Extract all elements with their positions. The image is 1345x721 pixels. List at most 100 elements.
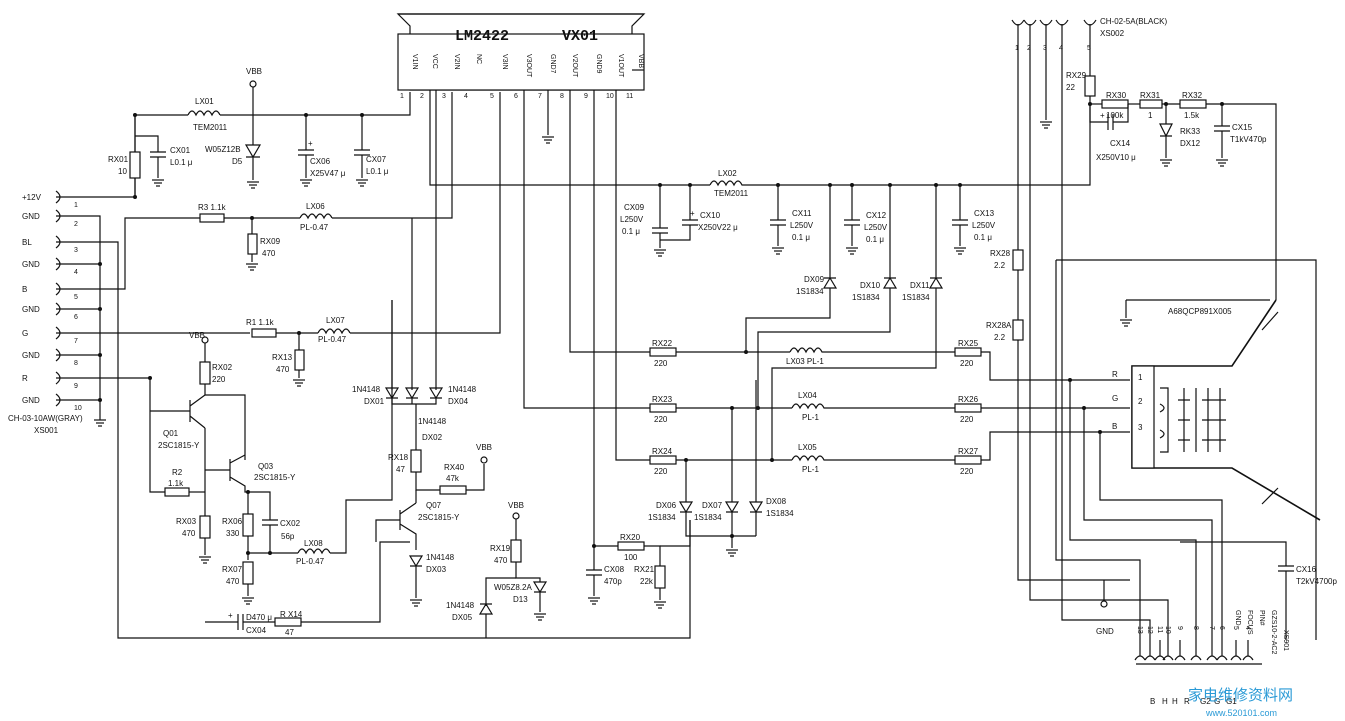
bottom-pin-number-5: 9: [1176, 626, 1183, 630]
rx07-label: RX07: [222, 565, 243, 574]
bottom-label-6: G: [1214, 697, 1220, 706]
svg-text:+: +: [308, 139, 313, 148]
bottom-connector-ref: XS901: [1282, 630, 1289, 651]
ic-pin-number-6: 6: [514, 93, 518, 100]
left-signal-3: BL: [22, 238, 32, 247]
left-pin-number-3: 3: [74, 247, 78, 254]
d13-value: D13: [513, 595, 528, 604]
rx03-label: RX03: [176, 517, 197, 526]
dx11-value: 1S1834: [902, 293, 930, 302]
lx02-value: TEM2011: [714, 189, 749, 198]
dx11-label: DX11: [910, 281, 930, 290]
rx20-label: RX20: [620, 533, 641, 542]
left-pin-mark-7: [55, 326, 64, 340]
svg-text:+: +: [1100, 111, 1105, 120]
top-pin-number-2: 2: [1027, 45, 1031, 52]
crt-gun-g: G: [1112, 394, 1118, 403]
rx31-value: 1: [1148, 111, 1153, 120]
rx06-label: RX06: [222, 517, 243, 526]
cx14-label: CX14: [1110, 139, 1131, 148]
left-pin-number-4: 4: [74, 269, 78, 276]
dx10-value: 1S1834: [852, 293, 880, 302]
cx12-value: L250V: [864, 223, 888, 232]
rx02-value: 220: [212, 375, 226, 384]
svg-text:+: +: [228, 611, 233, 620]
rx01-value: 10: [118, 167, 127, 176]
left-pin-number-9: 9: [74, 383, 78, 390]
left-signal-4: GND: [22, 260, 40, 269]
lx05-label: LX05: [798, 443, 817, 452]
ic-pins: V1IN1VCC2V2IN3NC4V3IN5V3OUT6GND77V2OUT8G…: [400, 54, 644, 100]
rx28a-value: 2.2: [994, 333, 1006, 342]
watermark-text: 家电维修资料网: [1188, 687, 1293, 704]
ic-pin-number-10: 10: [606, 93, 614, 100]
cx14-value: X250V10 μ: [1096, 153, 1136, 162]
cx13-value2: 0.1 μ: [974, 233, 992, 242]
cx06-value: X25V47 μ: [310, 169, 346, 178]
svg-text:+: +: [690, 209, 695, 218]
bottom-pin-mark-6: [1190, 640, 1202, 661]
rx30-label: RX30: [1106, 91, 1127, 100]
left-connector-name: CH-03-10AW(GRAY): [8, 414, 83, 423]
dx04-label: 1N4148: [448, 385, 477, 394]
lx08-label: LX08: [304, 539, 323, 548]
top-pin-mark-3: [1039, 19, 1053, 50]
cx13-label: CX13: [974, 209, 995, 218]
lx04-label: LX04: [798, 391, 817, 400]
output-lines: RX22 220 LX03 PL-1 RX25 220 RX23 220 LX0…: [649, 339, 1130, 476]
left-pin-number-6: 6: [74, 314, 78, 321]
bottom-pin-number-7: 7: [1208, 626, 1215, 630]
bottom-label-3: H: [1172, 697, 1178, 706]
bottom-pin-number-2: 12: [1146, 626, 1153, 634]
rx40-label: RX40: [444, 463, 465, 472]
rx23-label: RX23: [652, 395, 673, 404]
rx28-label: RX28: [990, 249, 1011, 258]
lx01-label: LX01: [195, 97, 214, 106]
bottom-pin-mark-3: [1154, 640, 1166, 661]
ic-pin-number-4: 4: [464, 93, 468, 100]
rx32-value: 1.5k: [1184, 111, 1200, 120]
r2-value: 1.1k: [168, 479, 184, 488]
bottom-label-7: G1: [1226, 697, 1237, 706]
left-signal-5: B: [22, 285, 27, 294]
cx01-label: CX01: [170, 146, 191, 155]
ic-pin-number-8: 8: [560, 93, 564, 100]
crt-socket: A68QCP891X005 1 2 3 R G B CX16 T2kV4700p…: [1055, 259, 1337, 640]
ic-pin-label-9: GND9: [595, 54, 602, 74]
bottom-pin-number-1: 13: [1136, 626, 1143, 634]
cx09-value2: 0.1 μ: [622, 227, 640, 236]
dx07-value: 1S1834: [694, 513, 722, 522]
left-pin-mark-6: [55, 302, 64, 316]
ic-pin-number-3: 3: [442, 93, 446, 100]
cx15-label: CX15: [1232, 123, 1253, 132]
rx22-label: RX22: [652, 339, 673, 348]
r1-label: R1 1.1k: [246, 318, 275, 327]
left-pin-mark-9: [55, 371, 64, 385]
rx28-value: 2.2: [994, 261, 1006, 270]
d5-value: D5: [232, 157, 243, 166]
bottom-label-1: B: [1150, 697, 1155, 706]
vbb-label-2: VBB: [189, 331, 205, 340]
bottom-pin-number-6: 8: [1192, 626, 1199, 630]
rx24-label: RX24: [652, 447, 673, 456]
dx04-value: DX04: [448, 397, 469, 406]
rx23-value: 220: [654, 415, 668, 424]
rx14-label: R X14: [280, 610, 303, 619]
ic-pin-number-11: 11: [626, 93, 633, 100]
bottom-label-5: G2: [1200, 697, 1211, 706]
cx11-value2: 0.1 μ: [792, 233, 810, 242]
ic-pin-label-4: NC: [475, 54, 482, 64]
ic-pin-label-2: VCC: [431, 54, 438, 69]
top-pin-number-5: 5: [1087, 45, 1091, 52]
rx14-value: 47: [285, 628, 294, 637]
vbb-label-1: VBB: [246, 67, 262, 76]
rx09-value: 470: [262, 249, 276, 258]
cx04-rx14: + D470 μ CX04 R X14 47: [205, 541, 410, 637]
left-signal-8: GND: [22, 351, 40, 360]
g-input: R1 1.1k RX13 470 LX07 PL-0.47: [246, 92, 501, 387]
ic-pin-number-2: 2: [420, 93, 424, 100]
crt-name: A68QCP891X005: [1168, 307, 1232, 316]
dx05-label: 1N4148: [446, 601, 475, 610]
gnd-label: GND: [1096, 627, 1114, 636]
